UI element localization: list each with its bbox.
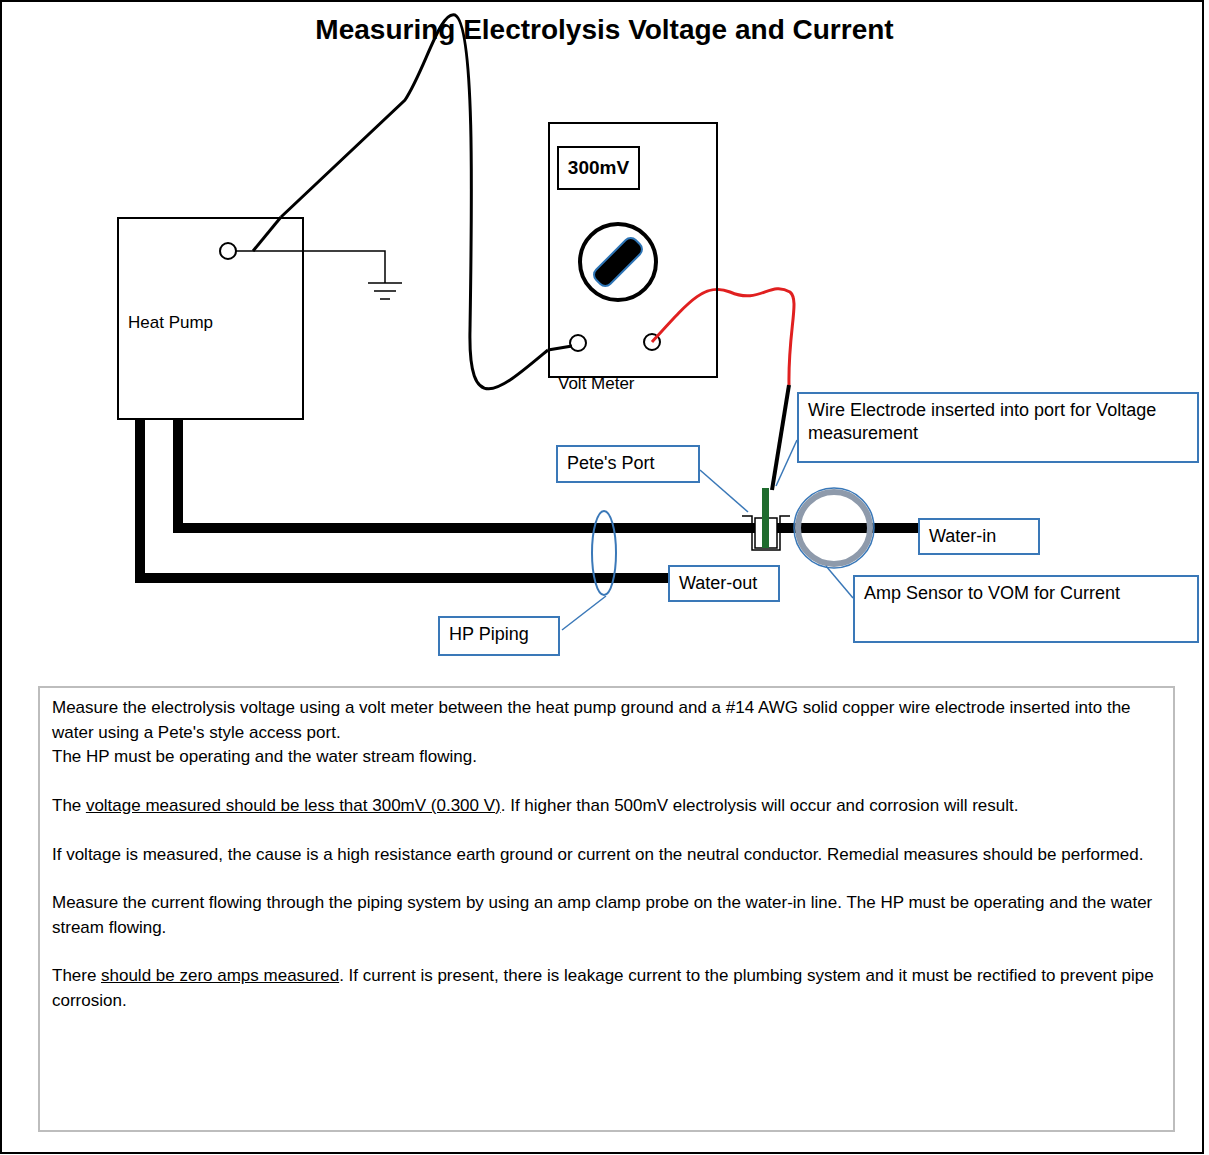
callout-label: Water-out [679,572,769,595]
ground-terminal [220,243,236,259]
com-terminal [570,335,586,351]
ground-symbol [236,251,402,299]
callout-box: Water-out [668,565,780,602]
notes-box: Measure the electrolysis voltage using a… [38,686,1175,1132]
callout-box: Amp Sensor to VOM for Current [853,575,1199,643]
red-test-lead [652,289,794,385]
callout-box: HP Piping [438,616,560,656]
wire [548,346,572,350]
note-text: If voltage is measured, the cause is a h… [52,845,1143,864]
note-paragraph: Measure the current flowing through the … [52,891,1161,940]
volt-meter: Volt Meter300mV [548,122,718,378]
note-paragraph: Thereshould be zero amps measured. If cu… [52,964,1161,1013]
note-text: Measure the electrolysis voltage using a… [52,698,1131,742]
leader-line [562,596,606,630]
probe-tip [772,385,789,490]
node-label: 300mV [559,157,638,179]
callout-label: Pete's Port [567,452,689,475]
node-label: Heat Pump [128,313,213,333]
wire-electrode [762,488,769,548]
meter-display: 300mV [557,146,640,190]
leader-line [776,440,797,486]
note-text: . If higher than 500mV electrolysis will… [501,796,1019,815]
callout-box: Wire Electrode inserted into port for Vo… [797,392,1199,463]
note-paragraph: The HP must be operating and the water s… [52,745,1161,770]
callout-label: Water-in [929,525,1029,548]
note-text: The HP must be operating and the water s… [52,747,477,766]
amp-clamp-edge [794,488,874,568]
note-paragraph: If voltage is measured, the cause is a h… [52,843,1161,868]
node-label: Volt Meter [558,374,635,394]
note-text: voltage measured should be less that 300… [86,796,501,815]
leader-line [826,566,853,598]
note-text: The [52,796,81,815]
amp-clamp [798,492,870,564]
heat-pump-box: Heat Pump [117,217,304,420]
callout-label: HP Piping [449,623,549,646]
meter-dial [580,224,656,300]
callout-box: Pete's Port [556,445,700,483]
callout-label: Wire Electrode inserted into port for Vo… [808,399,1188,446]
piping-marker [592,511,616,595]
note-text: There [52,966,96,985]
diagram-title: Measuring Electrolysis Voltage and Curre… [0,14,1209,46]
dial-knob [591,235,645,289]
meter-lead [281,15,548,389]
callout-box: Water-in [918,518,1040,555]
leader-line [700,470,748,512]
water-out-pipe [140,420,668,578]
note-text: Measure the current flowing through the … [52,893,1152,937]
note-paragraph: The voltage measured should be less that … [52,794,1161,819]
note-text: should be zero amps measured [101,966,339,985]
wire [253,217,281,251]
note-paragraph: Measure the electrolysis voltage using a… [52,696,1161,745]
callout-label: Amp Sensor to VOM for Current [864,582,1188,605]
